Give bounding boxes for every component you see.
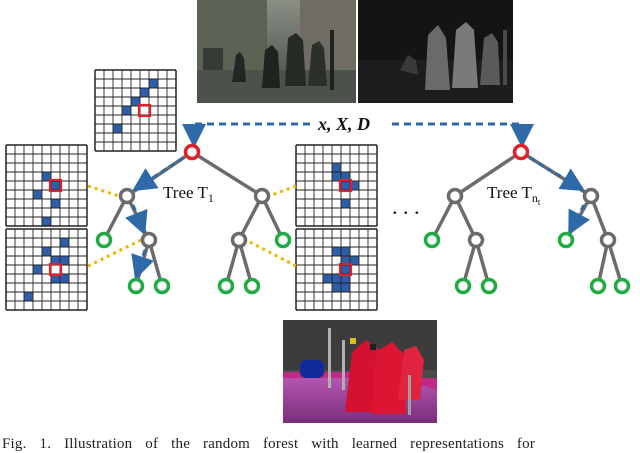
depth-map (358, 0, 513, 103)
grid-patch-1 (94, 69, 177, 152)
grid-cell (341, 199, 350, 208)
tree-n-label: Tree Tnt (487, 183, 541, 207)
root-node (183, 143, 201, 161)
grid-cell (341, 265, 350, 274)
input-label: x, X, D (317, 114, 370, 134)
grid-patch-3 (5, 228, 88, 311)
patch-links (87, 184, 297, 268)
grid-cell (60, 238, 69, 247)
grid-cell (350, 181, 359, 190)
leaf-node (95, 231, 113, 249)
grid-cell (341, 256, 350, 265)
grid-cell (341, 181, 350, 190)
grid-cell (332, 247, 341, 256)
center-pixel-marker (48, 262, 63, 277)
center-pixel-marker (338, 178, 353, 193)
leaf-node (153, 277, 171, 295)
leaf-node (454, 277, 472, 295)
grid-patch-icon (5, 69, 378, 311)
grid-cell (113, 124, 122, 133)
split-node (118, 187, 136, 205)
street-photo (197, 0, 356, 103)
grid-cell (51, 274, 60, 283)
tree-nodes (95, 143, 631, 295)
grid-cell (51, 256, 60, 265)
split-node (230, 231, 248, 249)
leaf-node (243, 277, 261, 295)
leaf-node (127, 277, 145, 295)
grid-cell (332, 274, 341, 283)
leaf-node (480, 277, 498, 295)
grid-cell (323, 274, 332, 283)
grid-cell (350, 256, 359, 265)
grid-patch-5 (295, 228, 378, 311)
grid-cell (24, 292, 33, 301)
leaf-node (423, 231, 441, 249)
figure-caption: Fig. 1. Illustration of the random fores… (2, 436, 536, 452)
grid-cell (33, 190, 42, 199)
grid-cell (332, 283, 341, 292)
semantic-label-map (283, 320, 437, 423)
tree-1-label: Tree T1 (163, 183, 214, 205)
grid-cell (332, 172, 341, 181)
leaf-node (613, 277, 631, 295)
input-arrows (182, 122, 534, 148)
grid-cell (42, 217, 51, 226)
grid-cell (341, 283, 350, 292)
leaf-node (557, 231, 575, 249)
grid-cell (140, 88, 149, 97)
grid-cell (42, 172, 51, 181)
center-pixel-marker (338, 262, 353, 277)
split-node (599, 231, 617, 249)
leaf-node (217, 277, 235, 295)
leaf-node (589, 277, 607, 295)
grid-cell (341, 172, 350, 181)
split-node (467, 231, 485, 249)
center-pixel-marker (48, 178, 63, 193)
grid-cell (341, 274, 350, 283)
ellipsis: . . . (392, 194, 420, 219)
center-pixel-marker (137, 103, 152, 118)
grid-cell (122, 106, 131, 115)
grid-cell (131, 97, 140, 106)
traversal-path (125, 156, 590, 280)
grid-cell (60, 274, 69, 283)
leaf-node (274, 231, 292, 249)
grid-cell (149, 79, 158, 88)
grid-cell (33, 265, 42, 274)
split-node (140, 231, 158, 249)
split-node (446, 187, 464, 205)
root-node (512, 143, 530, 161)
split-node (582, 187, 600, 205)
split-node (253, 187, 271, 205)
grid-cell (51, 181, 60, 190)
grid-patch-2 (5, 144, 88, 227)
grid-cell (51, 199, 60, 208)
grid-cell (42, 247, 51, 256)
grid-cell (341, 247, 350, 256)
grid-cell (60, 256, 69, 265)
grid-patch-4 (295, 144, 378, 227)
grid-cell (332, 163, 341, 172)
